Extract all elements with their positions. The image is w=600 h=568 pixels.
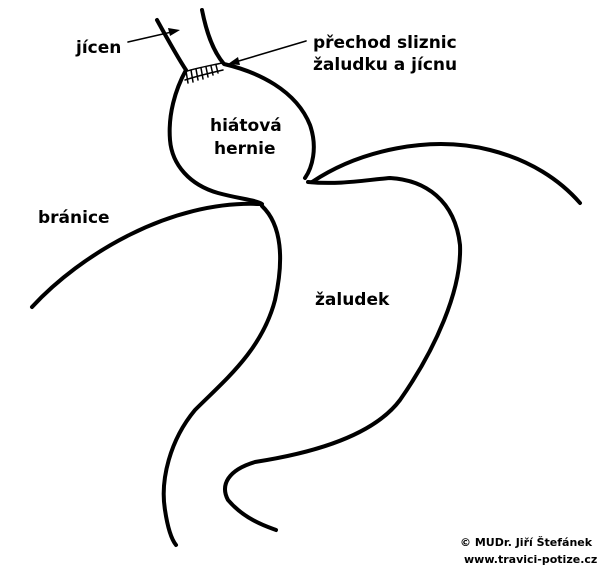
junction-arrowhead [228,57,240,65]
esophagus-label: jícen [75,38,121,58]
stomach-inner-wall [161,204,283,547]
mucosa-junction-hatching [183,62,224,84]
diaphragm-left-curve [30,201,262,309]
author-credit: © MUDr. Jiří Štefánek [460,536,593,549]
diaphragm-right-curve [310,142,582,205]
hernia-label-line1: hiátová [210,116,282,136]
esophagus-arrowhead [168,28,180,36]
esophagus-right-wall [200,8,316,180]
hernia-label-line2: hernie [214,139,275,159]
stomach-outer-wall [223,176,463,532]
junction-label-line2: žaludku a jícnu [313,55,457,75]
website-credit: www.travici-potize.cz [464,553,597,566]
esophagus-left-wall [155,18,264,206]
stomach-label: žaludek [315,290,390,310]
esophagus-arrow-line [127,30,177,43]
junction-arrow-line [231,40,307,64]
diaphragm-label: bránice [38,208,110,228]
junction-label-line1: přechod sliznic [313,33,457,53]
